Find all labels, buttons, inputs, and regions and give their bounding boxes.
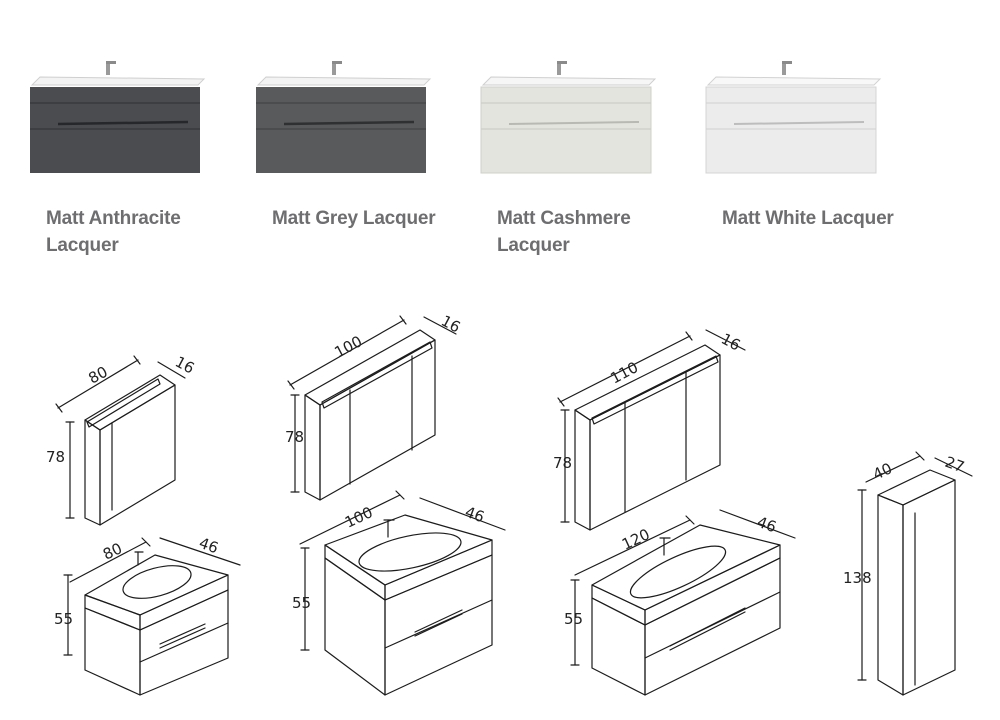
dim-depth: 46 [463,503,487,526]
mirror-cabinet-100: 100 16 78 [285,312,463,501]
tall-unit: 40 27 138 [843,451,973,696]
dim-height: 78 [285,428,304,446]
vanity-image-anthracite [30,61,206,173]
mirror-cabinet-110: 110 16 78 [553,329,746,531]
finish-label: Matt White Lacquer [722,208,894,229]
dim-height: 55 [564,610,583,628]
dim-width: 110 [607,358,641,387]
dim-width: 40 [870,459,895,483]
dim-height: 55 [292,594,311,612]
vanity-image-grey [256,61,432,173]
dim-height: 78 [553,454,572,472]
dim-depth: 16 [718,330,743,355]
finish-label: Matt Cashmere Lacquer [497,208,631,256]
vanity-unit-80: 80 46 55 [54,534,241,696]
dim-width: 80 [100,539,125,563]
dim-height: 138 [843,569,872,587]
dim-width: 100 [331,332,365,361]
dim-depth: 27 [943,453,967,476]
dim-depth: 16 [438,312,463,337]
finish-cashmere: Matt Cashmere Lacquer [479,55,704,256]
finish-label: Matt Grey Lacquer [272,208,436,229]
dim-height: 55 [54,610,73,628]
vanity-image-white [705,61,882,174]
finish-label: Matt Anthracite Lacquer [46,208,181,256]
vanity-image-cashmere [480,61,657,174]
mirror-cabinet-80: 80 16 78 [46,353,197,526]
finish-swatches: Matt Anthracite Lacquer Matt Grey Lacque… [0,0,1000,270]
finish-grey: Matt Grey Lacquer [254,55,479,229]
dim-height: 78 [46,448,65,466]
vanity-unit-120: 120 46 55 [564,509,796,696]
dim-depth: 46 [755,513,779,536]
finish-anthracite: Matt Anthracite Lacquer [28,55,253,256]
finish-white: Matt White Lacquer [704,55,929,229]
dim-width: 80 [85,363,110,388]
dim-depth: 46 [197,534,221,557]
dim-width: 120 [619,525,653,553]
vanity-unit-100: 100 46 55 [292,490,506,696]
dim-depth: 16 [172,353,197,378]
technical-drawings: 80 16 78 100 16 78 110 16 78 [46,312,973,696]
